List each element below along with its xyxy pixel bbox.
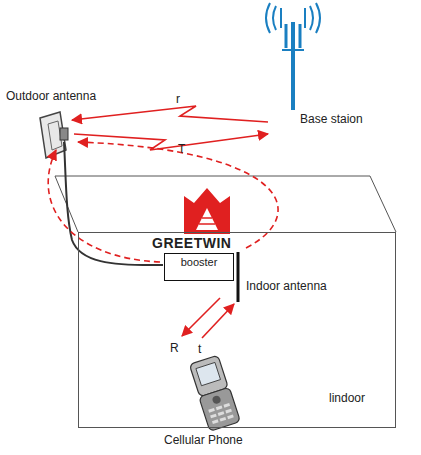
uplink-arrow xyxy=(74,134,268,150)
signal-label: R xyxy=(170,342,179,355)
downlink-arrow xyxy=(182,298,220,336)
feedback-loop xyxy=(48,150,160,262)
phone xyxy=(188,355,240,431)
brand-watermark: GREETWIN xyxy=(152,236,231,251)
downlink-arrow xyxy=(72,106,268,122)
tower xyxy=(266,3,320,110)
antenna-label: Indoor antenna xyxy=(246,280,327,293)
indoor-antenna xyxy=(237,252,240,302)
uplink-arrow xyxy=(202,304,234,338)
phone-label: Cellular Phone xyxy=(164,434,243,447)
signal-label: r xyxy=(176,93,180,106)
house-outline: lindoor booster xyxy=(78,232,396,428)
logo-mark xyxy=(184,188,230,234)
node-label: booster xyxy=(165,254,233,268)
booster-box: booster xyxy=(164,253,234,281)
signal-label: T xyxy=(178,143,185,156)
node-label: lindoor xyxy=(329,392,365,405)
signal-label: t xyxy=(198,343,201,356)
station-label: Base staion xyxy=(300,113,363,126)
antenna-label: Outdoor antenna xyxy=(6,90,96,103)
